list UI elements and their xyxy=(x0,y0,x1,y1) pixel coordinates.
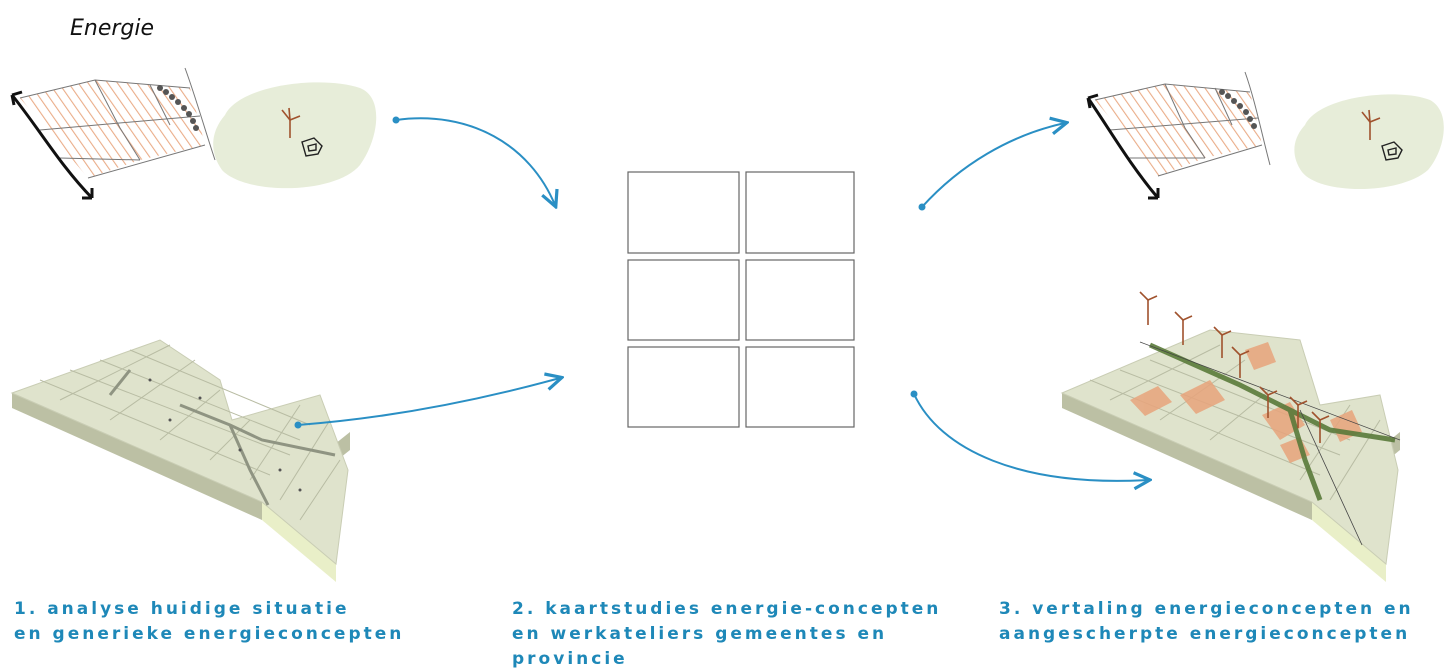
grid-frame xyxy=(627,171,740,254)
arrow-origin-dot xyxy=(294,421,302,429)
caption-line: 1. analyse huidige situatie xyxy=(14,599,350,619)
caption-line: aangescherpte energieconcepten xyxy=(999,624,1411,644)
double-arrow-icon xyxy=(10,94,94,200)
caption-line: 3. vertaling energieconcepten en xyxy=(999,599,1414,619)
arrow-origin-dot xyxy=(910,390,918,398)
concept-grid xyxy=(627,171,855,428)
grid-frame xyxy=(745,171,855,254)
caption-step-1: 1. analyse huidige situatie en generieke… xyxy=(14,597,404,647)
house-icon xyxy=(301,137,323,157)
arrow-bottom-right xyxy=(913,393,1148,481)
caption-line: 2. kaartstudies energie-concepten xyxy=(512,599,942,619)
double-arrow-icon xyxy=(1086,97,1160,199)
page-title: Energie xyxy=(70,16,155,41)
grid-frame xyxy=(627,346,740,428)
landscape-blob-left xyxy=(213,82,377,189)
map-3d-right xyxy=(1060,291,1401,582)
field-sketch-right xyxy=(1086,71,1271,200)
arrow-origin-dot xyxy=(918,203,926,211)
wind-turbine-icon xyxy=(281,107,301,138)
grid-frame xyxy=(745,259,855,341)
landscape-blob-right xyxy=(1294,94,1444,190)
caption-step-3: 3. vertaling energieconcepten en aangesc… xyxy=(999,597,1414,647)
caption-line: provincie xyxy=(512,649,628,669)
flow-arrows xyxy=(297,117,1148,481)
caption-line: en generieke energieconcepten xyxy=(14,624,405,644)
caption-step-2: 2. kaartstudies energie-concepten en wer… xyxy=(512,597,941,672)
arrow-origin-dot xyxy=(392,116,400,124)
wind-turbine-icon xyxy=(1361,109,1381,140)
grid-frame xyxy=(627,259,740,341)
house-icon xyxy=(1381,141,1403,161)
arrow-top-right xyxy=(921,123,1065,208)
wind-turbines-icon xyxy=(1139,291,1330,443)
field-sketch-left xyxy=(10,67,216,200)
caption-line: en werkateliers gemeentes en xyxy=(512,624,888,644)
grid-frame xyxy=(745,346,855,428)
arrow-bottom-left xyxy=(297,378,560,426)
map-3d-left xyxy=(10,339,350,582)
arrow-top-left xyxy=(395,117,555,205)
